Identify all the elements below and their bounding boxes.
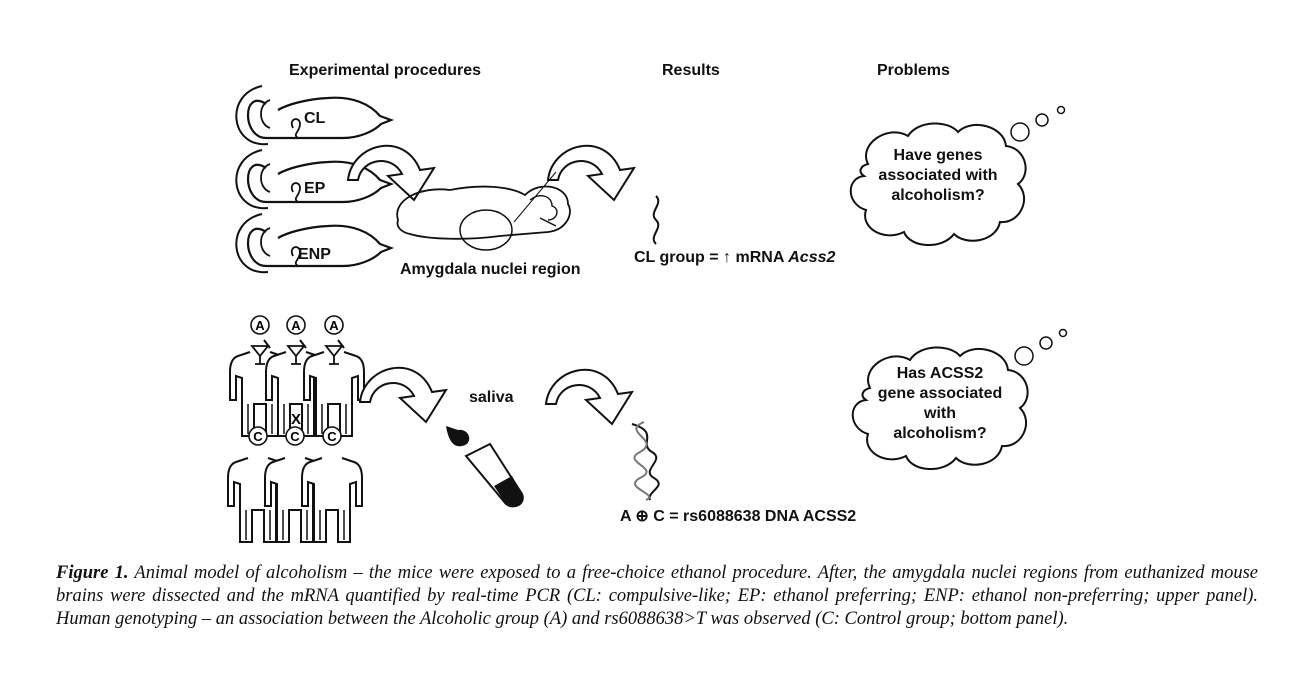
- cloud-bottom-text: Has ACSS2 gene associated with alcoholis…: [850, 364, 1030, 444]
- alcoholic-group-figures: A A A: [229, 315, 365, 437]
- thought-cloud-top: [849, 105, 1066, 247]
- cross-mark: X: [291, 411, 301, 428]
- alcoholic-mark-3: A: [329, 318, 339, 333]
- figure-caption: Figure 1. Animal model of alcoholism – t…: [56, 562, 1258, 631]
- cloud-bottom-line-2: gene associated: [877, 385, 1003, 402]
- control-mark-1: C: [253, 429, 263, 444]
- mouse-label-cl: CL: [304, 110, 326, 127]
- cloud-top-line-2: associated with: [878, 167, 998, 184]
- caption-label: Figure 1.: [56, 563, 129, 583]
- curved-arrow-bottom-1: [359, 366, 447, 423]
- thought-cloud-bottom: [851, 328, 1068, 471]
- brain-region-label: Amygdala nuclei region: [400, 261, 581, 278]
- curved-arrow-bottom-2: [545, 368, 633, 425]
- saliva-drop-icon: [446, 426, 470, 447]
- alcoholic-mark-1: A: [255, 318, 265, 333]
- mrna-strand-icon: [652, 195, 660, 245]
- header-problems: Problems: [877, 62, 950, 79]
- cloud-top-text: Have genes associated with alcoholism?: [848, 146, 1028, 206]
- control-mark-3: C: [327, 429, 337, 444]
- mouse-label-ep: EP: [304, 180, 326, 197]
- cloud-bottom-line-4: alcoholism?: [893, 425, 987, 442]
- header-results: Results: [662, 62, 720, 79]
- sample-tube-icon: [464, 442, 524, 508]
- caption-text: Animal model of alcoholism – the mice we…: [56, 563, 1258, 629]
- cloud-bottom-line-3: with: [924, 405, 956, 422]
- alcoholic-mark-2: A: [291, 318, 301, 333]
- dna-helix-icon: [631, 421, 660, 501]
- cloud-bottom-line-1: Has ACSS2: [896, 365, 984, 382]
- saliva-label: saliva: [469, 389, 514, 406]
- cloud-top-line-3: alcoholism?: [891, 187, 985, 204]
- result-top-prefix: CL group = ↑ mRNA: [634, 249, 789, 266]
- control-group-figures: C C C: [227, 426, 363, 543]
- cloud-top-line-1: Have genes: [893, 147, 983, 164]
- header-experimental-procedures: Experimental procedures: [289, 62, 482, 79]
- result-bottom-label: A ⊕ C = rs6088638 DNA ACSS2: [620, 508, 857, 525]
- result-top-gene: Acss2: [788, 249, 836, 266]
- result-top-label: CL group = ↑ mRNA Acss2: [634, 249, 835, 267]
- brain-figure: [396, 171, 571, 251]
- control-mark-2: C: [290, 429, 300, 444]
- mouse-label-enp: ENP: [298, 246, 331, 263]
